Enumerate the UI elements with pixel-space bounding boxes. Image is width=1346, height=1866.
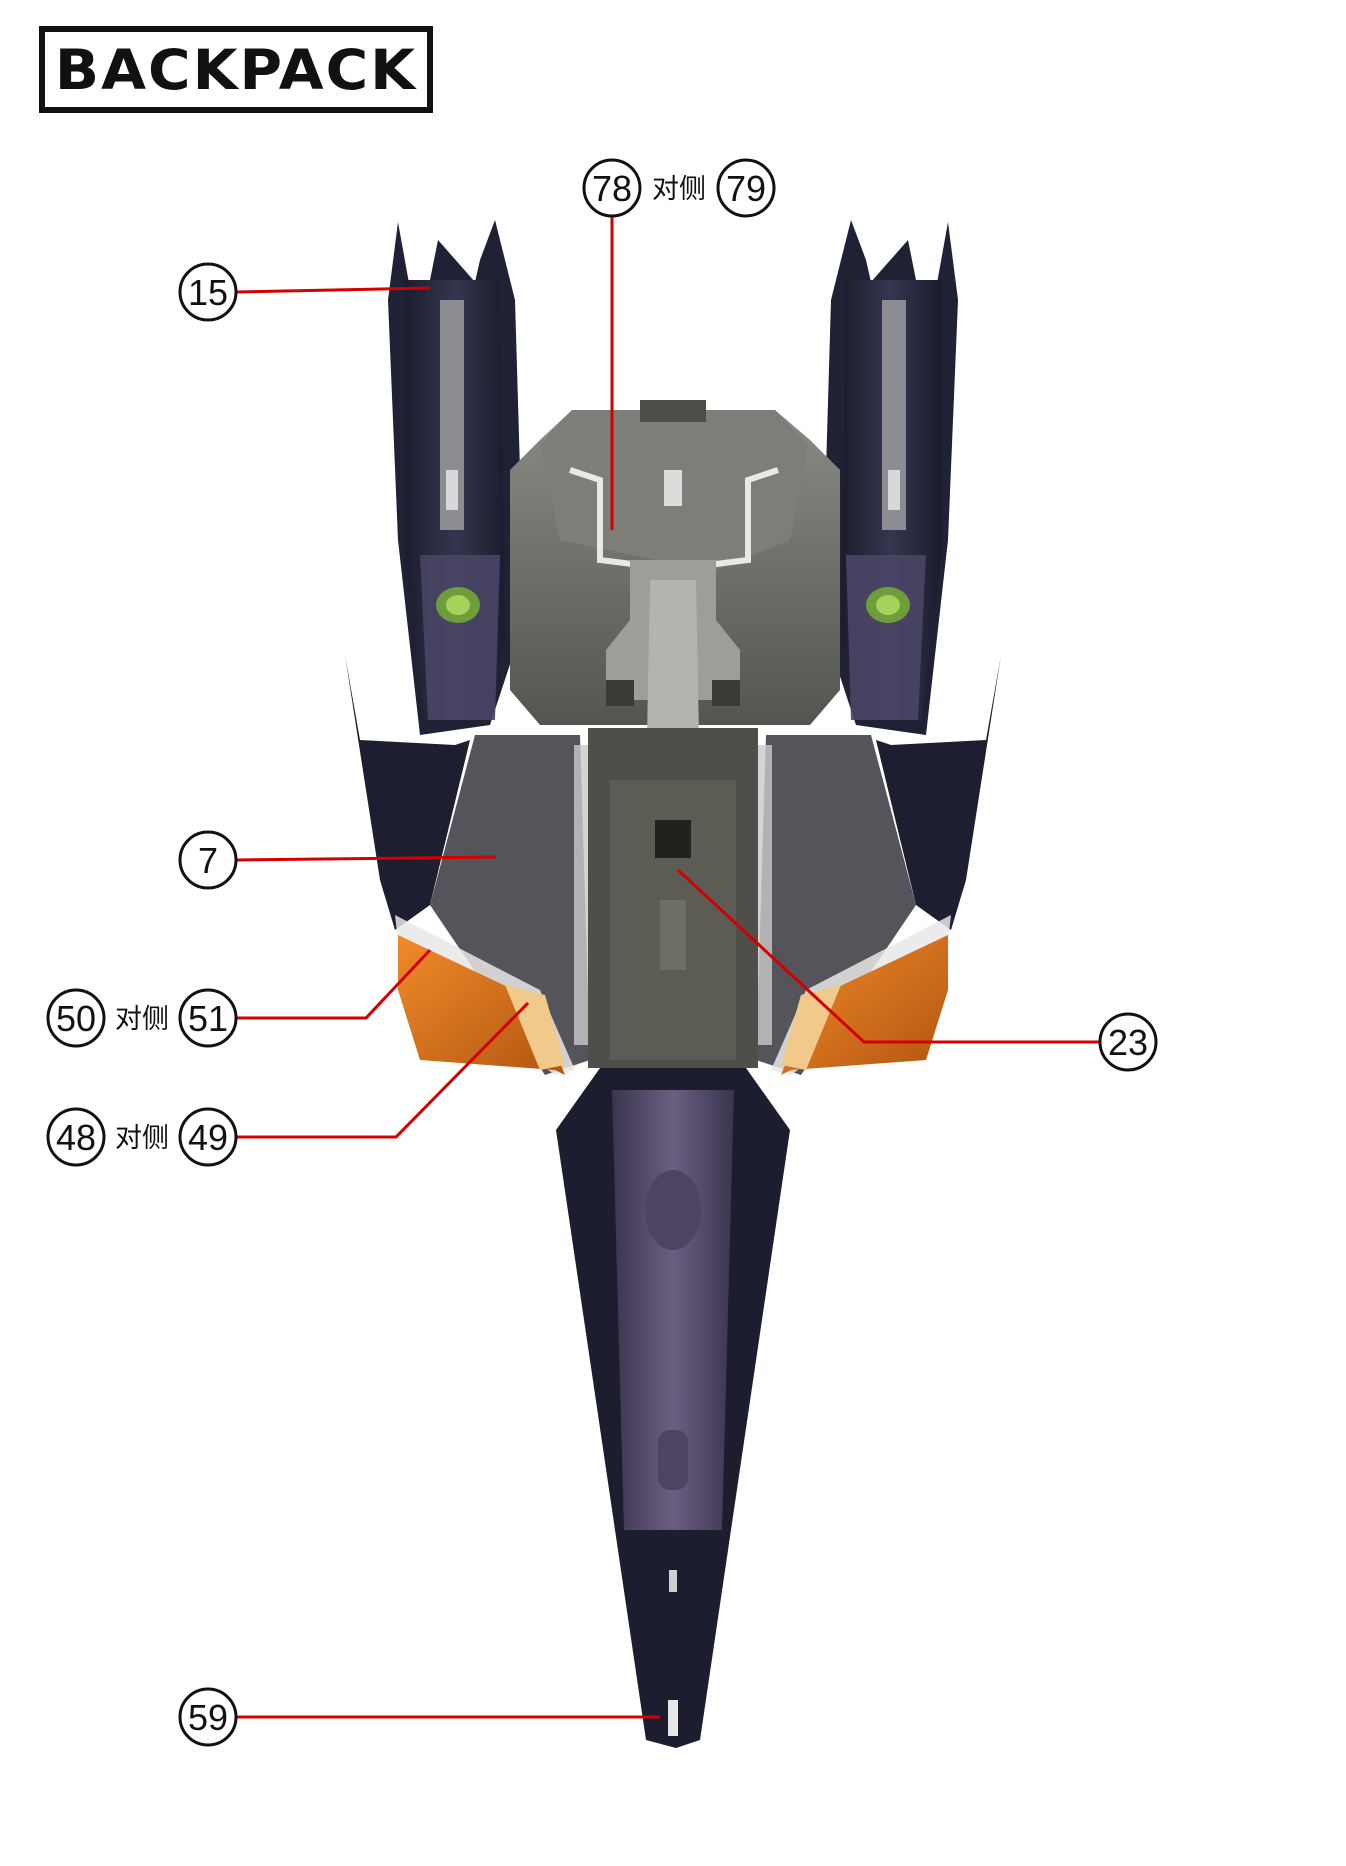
leader-48 xyxy=(236,1001,530,1139)
callout-78-opposite-label: 对侧 xyxy=(652,174,706,205)
callout-23: 23 xyxy=(1108,1022,1148,1063)
left-binder xyxy=(388,220,520,735)
center-spine xyxy=(574,728,772,1068)
callout-circle-51 xyxy=(178,988,238,1048)
callout-circle-49 xyxy=(178,1107,238,1167)
callout-circle-15 xyxy=(178,262,238,322)
callout-51: 51 xyxy=(188,998,228,1039)
right-binder xyxy=(826,220,958,735)
backpack-model xyxy=(345,220,1001,1748)
callout-circle-7 xyxy=(178,830,238,890)
leader-15 xyxy=(235,286,431,294)
callout-78: 78 xyxy=(592,168,632,209)
callout-48-opposite-label: 对侧 xyxy=(115,1123,169,1154)
left-wing xyxy=(345,655,590,1075)
callout-50-opposite-label: 对侧 xyxy=(115,1004,169,1035)
callout-79: 79 xyxy=(726,168,766,209)
leader-50 xyxy=(236,948,432,1020)
callout-circle-59 xyxy=(178,1687,238,1747)
callout-circle-23 xyxy=(1098,1012,1158,1072)
callout-circle-50 xyxy=(46,988,106,1048)
callout-59: 59 xyxy=(188,1697,228,1738)
callout-50: 50 xyxy=(56,998,96,1039)
callout-circle-48 xyxy=(46,1107,106,1167)
page-title: BACKPACK xyxy=(54,37,418,102)
callout-48: 48 xyxy=(56,1117,96,1158)
callout-circle-79 xyxy=(716,158,776,218)
callout-circle-78 xyxy=(582,158,642,218)
callout-labels: 78 对侧 79 15 7 50 对侧 51 48 对侧 49 23 59 xyxy=(56,168,1148,1738)
callout-7: 7 xyxy=(198,840,218,881)
leader-7 xyxy=(235,855,497,862)
center-body xyxy=(510,400,840,790)
callout-circles xyxy=(46,158,1158,1747)
title-box: BACKPACK xyxy=(39,26,433,113)
right-wing xyxy=(756,655,1001,1075)
callout-49: 49 xyxy=(188,1117,228,1158)
callout-15: 15 xyxy=(188,272,228,313)
leader-23 xyxy=(676,868,1100,1044)
leader-lines xyxy=(235,215,1100,1719)
tail xyxy=(556,1068,790,1748)
